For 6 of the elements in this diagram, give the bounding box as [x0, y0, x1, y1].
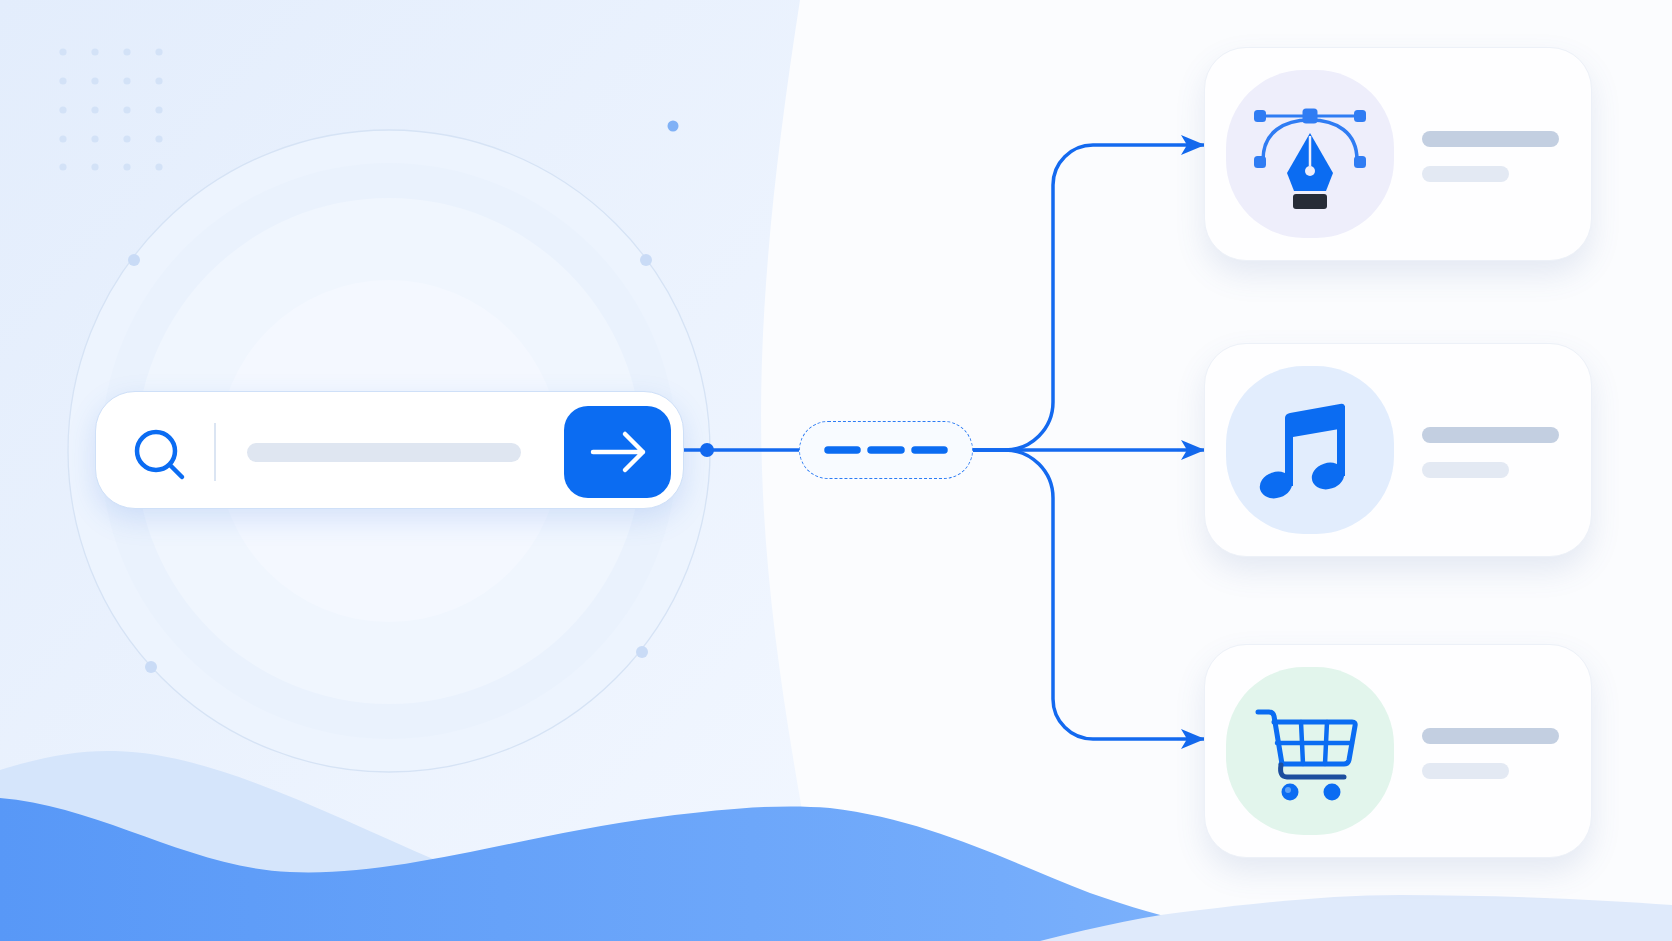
- result-card: [1204, 644, 1592, 858]
- search-bar: [95, 391, 684, 509]
- arrow: [973, 448, 1205, 749]
- result-card: [1204, 47, 1592, 261]
- connector-line: [684, 443, 799, 457]
- result-card: [1204, 343, 1592, 557]
